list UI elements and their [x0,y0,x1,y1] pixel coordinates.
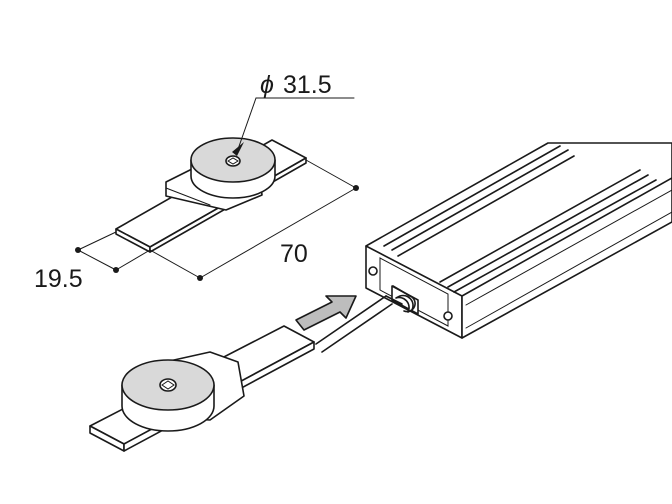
upper-magnet-strip [115,137,307,253]
insert-arrow [295,295,357,331]
lower-magnet-strip [89,325,315,452]
diameter-label: 31.5 [283,71,332,99]
extrusion-side-face [461,177,672,339]
length-label: 70 [280,240,308,268]
end-screw-left [368,266,378,276]
power-cable [315,285,416,353]
arrow-shape [295,295,357,331]
end-screw-right [443,311,453,321]
aluminum-extrusion [365,142,672,339]
width-label: 19.5 [34,265,83,293]
lower-magnet-screw [159,378,177,392]
diameter-dimension: ϕ 31.5 [232,71,355,156]
diameter-symbol: ϕ [260,71,274,99]
width-dimension: 19.5 [34,231,151,293]
magnet-screw [225,155,241,167]
length-dimension: 70 [149,159,359,281]
